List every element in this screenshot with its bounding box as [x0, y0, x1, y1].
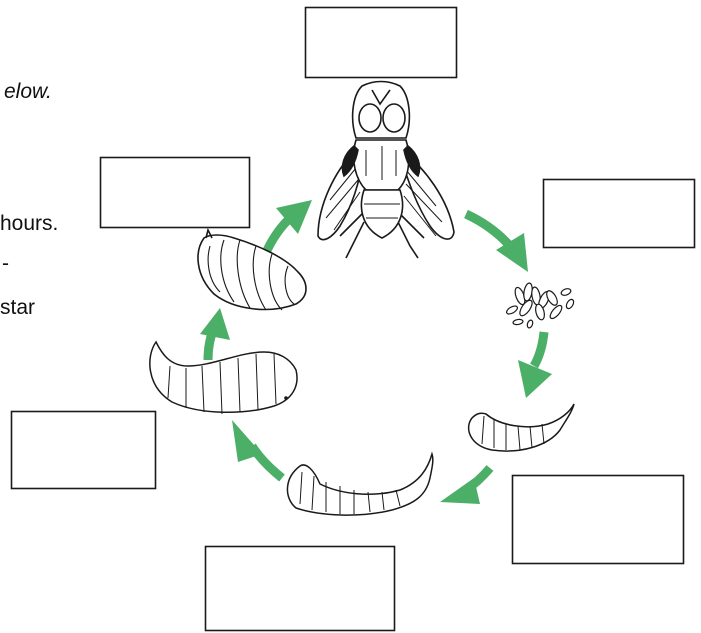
cycle-arrow-third-instar-to-pupa	[200, 308, 230, 360]
pupa-illustration	[198, 230, 306, 310]
label-box-pupa[interactable]	[101, 158, 250, 228]
label-box-third-instar[interactable]	[12, 412, 156, 489]
second-instar-larva-illustration	[287, 454, 432, 515]
label-box-second-instar[interactable]	[206, 547, 395, 631]
label-box-adult-fly[interactable]	[306, 8, 457, 78]
cycle-arrow-fly-to-eggs	[466, 214, 528, 272]
third-instar-larva-illustration	[150, 342, 297, 414]
first-instar-larva-illustration	[469, 404, 574, 451]
label-box-eggs[interactable]	[544, 180, 695, 248]
cycle-arrow-first-to-second-instar	[440, 468, 490, 504]
eggs-illustration	[505, 282, 575, 328]
cycle-arrow-second-to-third-instar	[232, 420, 282, 478]
adult-fly-illustration	[318, 82, 454, 259]
cycle-arrow-eggs-to-first-instar	[518, 332, 552, 398]
label-box-first-instar[interactable]	[513, 476, 684, 564]
